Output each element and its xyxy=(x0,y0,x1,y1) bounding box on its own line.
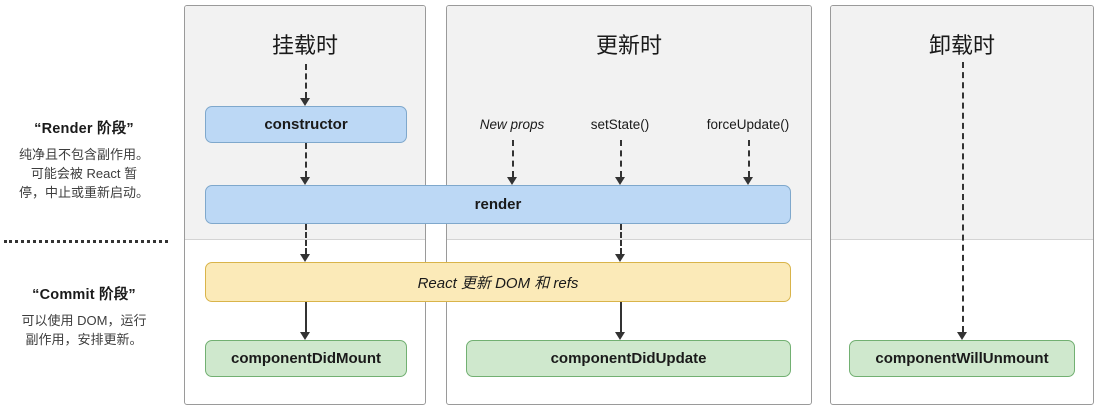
node-commit-dom-refs[interactable]: React 更新 DOM 和 refs xyxy=(205,262,791,302)
trigger-label-new-props: New props xyxy=(479,117,545,132)
legend-render-phase-line-3: 停，中止或重新启动。 xyxy=(18,185,149,200)
node-component-will-unmount[interactable]: componentWillUnmount xyxy=(849,340,1075,377)
node-component-did-mount[interactable]: componentDidMount xyxy=(205,340,407,377)
panel-unmounting-title: 卸载时 xyxy=(928,33,995,58)
legend-render-phase: “Render 阶段” 纯净且不包含副作用。 可能会被 React 暂 停，中止… xyxy=(0,117,168,202)
legend-commit-phase-title: “Commit 阶段” xyxy=(32,287,136,303)
panel-updating-title: 更新时 xyxy=(595,33,662,58)
trigger-label-force-update: forceUpdate() xyxy=(706,117,790,132)
legend-commit-phase-line-2: 副作用，安排更新。 xyxy=(25,332,143,347)
legend-render-phase-line-1: 纯净且不包含副作用。 xyxy=(18,147,149,162)
legend-render-phase-body: 纯净且不包含副作用。 可能会被 React 暂 停，中止或重新启动。 xyxy=(0,145,168,202)
node-render[interactable]: render xyxy=(205,185,791,224)
node-component-did-update[interactable]: componentDidUpdate xyxy=(466,340,791,377)
trigger-label-set-state: setState() xyxy=(590,117,650,132)
legend-commit-phase-line-1: 可以使用 DOM，运行 xyxy=(21,313,147,328)
node-constructor[interactable]: constructor xyxy=(205,106,407,143)
panel-mounting-title: 挂载时 xyxy=(271,33,338,58)
legend-commit-phase: “Commit 阶段” 可以使用 DOM，运行 副作用，安排更新。 xyxy=(0,283,168,349)
legend-render-phase-line-2: 可能会被 React 暂 xyxy=(30,166,138,181)
phase-divider xyxy=(4,240,168,243)
legend-render-phase-title: “Render 阶段” xyxy=(34,121,134,137)
legend-commit-phase-body: 可以使用 DOM，运行 副作用，安排更新。 xyxy=(0,311,168,349)
